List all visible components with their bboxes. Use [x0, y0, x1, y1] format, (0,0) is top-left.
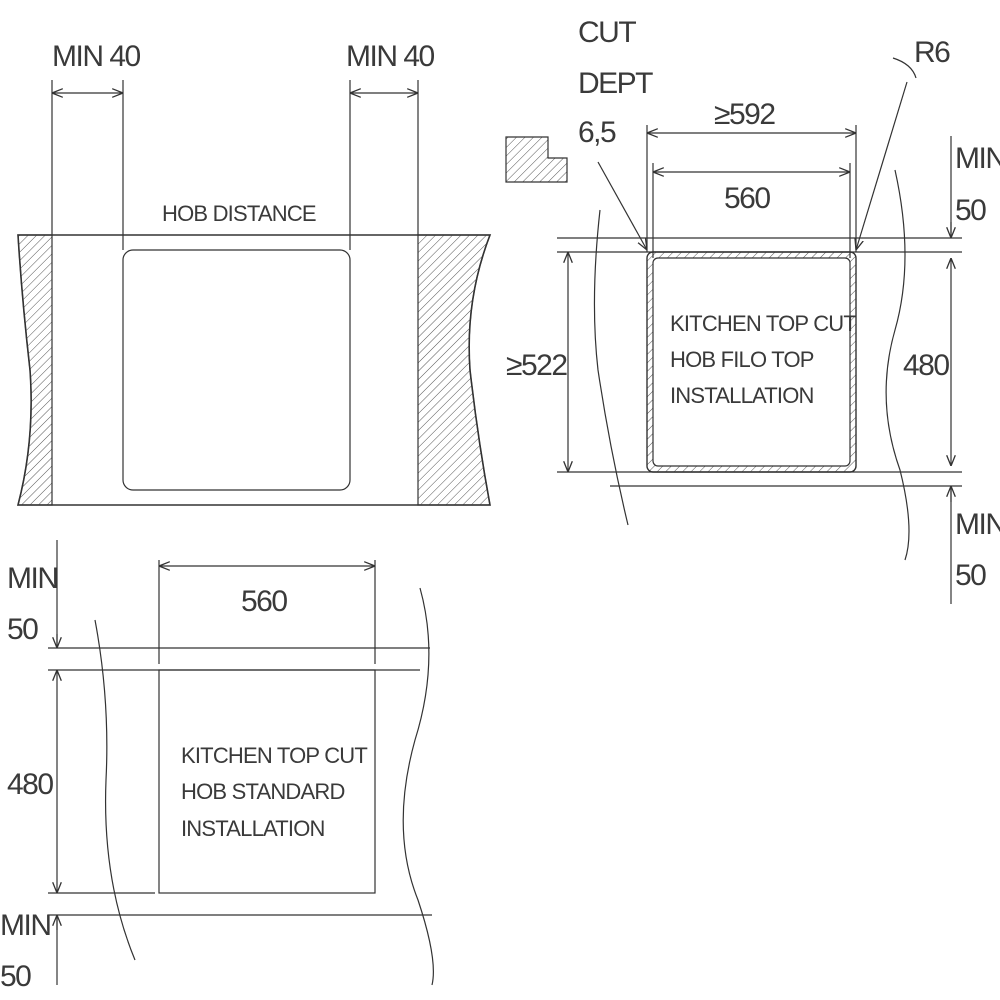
- hob-outline: [122, 249, 351, 491]
- filo-caption-2: HOB FILO TOP: [670, 347, 814, 372]
- outer-depth-label: ≥522: [506, 349, 567, 382]
- radius-leader: [856, 81, 908, 250]
- min-right-label: MIN 40: [346, 40, 435, 73]
- cut-depth-leader: [597, 161, 647, 250]
- filo-inner-cut: [652, 257, 851, 467]
- cut-depth-label-3: 6,5: [578, 116, 616, 149]
- standard-width-label: 560: [241, 585, 287, 618]
- standard-cut: [158, 669, 376, 894]
- standard-view: 560 480 MIN 50 MIN 50 KITCHEN TOP CUT HO…: [0, 540, 434, 993]
- min-bottom-label-2: 50: [955, 559, 986, 592]
- standard-caption-3: INSTALLATION: [181, 816, 325, 841]
- standard-min-top-label-1: MIN: [7, 562, 58, 595]
- standard-min-top-label-2: 50: [7, 613, 38, 646]
- min-bottom-label-1: MIN: [955, 508, 1000, 541]
- standard-min-bottom-label-2: 50: [0, 960, 31, 993]
- min-top-label-1: MIN: [955, 142, 1000, 175]
- standard-caption-2: HOB STANDARD: [181, 779, 345, 804]
- filo-top-view: ≥592 560 CUT DEPT 6,5 R6 ≥522 480 MIN 50…: [505, 16, 1000, 604]
- inner-depth-label: 480: [903, 349, 949, 382]
- radius-label: R6: [914, 36, 950, 69]
- filo-caption-3: INSTALLATION: [670, 383, 814, 408]
- standard-depth-label: 480: [7, 768, 53, 801]
- outer-width-label: ≥592: [714, 98, 775, 131]
- standard-caption-1: KITCHEN TOP CUT: [181, 743, 367, 768]
- hob-distance-caption: HOB DISTANCE: [162, 201, 316, 226]
- filo-caption-1: KITCHEN TOP CUT: [670, 311, 856, 336]
- worktop-profile-section: [505, 136, 568, 183]
- right-wall-hatch: [417, 234, 491, 506]
- standard-min-bottom-label-1: MIN: [0, 909, 51, 942]
- cut-depth-label-1: CUT: [578, 16, 636, 49]
- inner-width-label: 560: [724, 182, 770, 215]
- min-top-label-2: 50: [955, 194, 986, 227]
- hob-distance-view: MIN 40 MIN 40 HOB DISTANCE: [16, 40, 492, 506]
- left-wall-hatch: [17, 234, 53, 506]
- cut-depth-label-2: DEPT: [578, 67, 653, 100]
- min-left-label: MIN 40: [52, 40, 141, 73]
